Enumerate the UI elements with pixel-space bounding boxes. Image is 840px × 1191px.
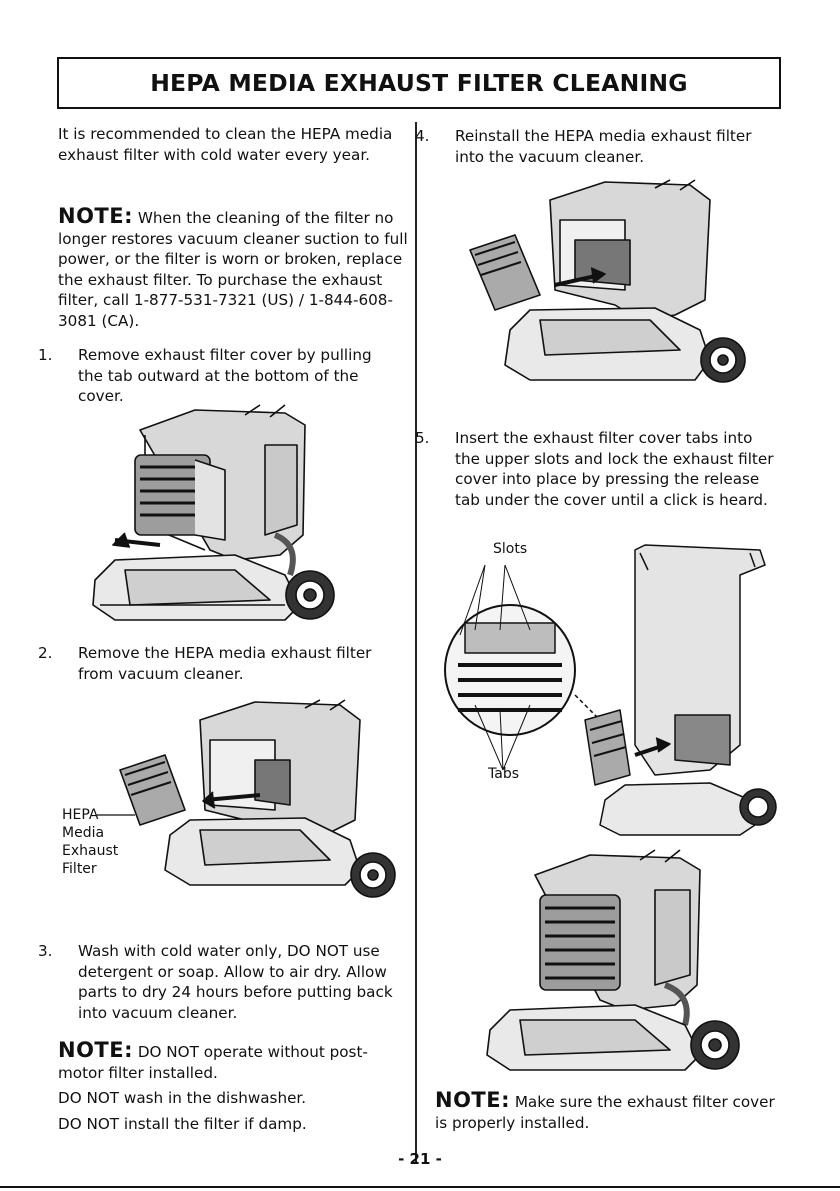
- title-box: HEPA MEDIA EXHAUST FILTER CLEANING: [57, 57, 781, 109]
- intro-text: It is recommended to clean the HEPA medi…: [58, 125, 393, 164]
- step-1-text: Remove exhaust filter cover by pulling t…: [78, 346, 372, 405]
- intro-block: It is recommended to clean the HEPA medi…: [58, 124, 406, 165]
- note3-text: Make sure the exhaust filter cover is pr…: [435, 1093, 775, 1132]
- hepa-label-leader-line: [97, 814, 135, 816]
- note2-line2: DO NOT wash in the dishwasher.: [58, 1089, 307, 1107]
- step-3: 3. Wash with cold water only, DO NOT use …: [38, 941, 403, 1023]
- page-number: - 21 -: [398, 1150, 442, 1168]
- note1-block: NOTE: When the cleaning of the filter no…: [58, 206, 408, 331]
- vacuum-illustration-step5: [444, 544, 777, 836]
- page-title: HEPA MEDIA EXHAUST FILTER CLEANING: [150, 69, 688, 97]
- step-1: 1. Remove exhaust filter cover by pulling…: [38, 345, 398, 407]
- hepa-label-line4: Filter: [62, 861, 97, 877]
- note3-heading: NOTE:: [435, 1088, 510, 1112]
- note2-line3: DO NOT install the filter if damp.: [58, 1114, 307, 1133]
- vacuum-illustration-step1: [92, 404, 335, 621]
- note2-heading: NOTE:: [58, 1038, 133, 1062]
- hepa-label-line2: Media: [62, 825, 105, 841]
- step-5: 5. Insert the exhaust filter cover tabs i…: [415, 428, 780, 510]
- bottom-rule: [0, 1186, 840, 1188]
- step-2-text: Remove the HEPA media exhaust filter fro…: [78, 644, 372, 683]
- step-2-number: 2.: [38, 644, 53, 662]
- note2-block: NOTE: DO NOT operate without post-motor …: [58, 1040, 408, 1134]
- hepa-label-line3: Exhaust: [62, 843, 119, 859]
- vacuum-illustration-final: [486, 849, 740, 1071]
- step-3-number: 3.: [38, 942, 53, 960]
- vacuum-illustration-step4: [469, 179, 746, 383]
- step-3-text: Wash with cold water only, DO NOT use de…: [78, 942, 393, 1022]
- step-5-number: 5.: [415, 429, 430, 447]
- step-4: 4. Reinstall the HEPA media exhaust filte…: [415, 126, 780, 167]
- step-5-text: Insert the exhaust filter cover tabs int…: [455, 429, 774, 509]
- note3-block: NOTE: Make sure the exhaust filter cover…: [435, 1090, 780, 1133]
- step-4-text: Reinstall the HEPA media exhaust filter …: [455, 127, 752, 166]
- vacuum-illustration-step2: [119, 699, 396, 898]
- column-divider: [415, 122, 417, 1162]
- step-2: 2. Remove the HEPA media exhaust filter f…: [38, 643, 398, 684]
- tabs-label: Tabs: [488, 766, 519, 782]
- slots-label: Slots: [493, 541, 528, 557]
- step-1-number: 1.: [38, 346, 53, 364]
- note1-heading: NOTE:: [58, 204, 133, 228]
- step-4-number: 4.: [415, 127, 430, 145]
- hepa-filter-label: HEPA Media Exhaust Filter: [62, 806, 118, 878]
- note2-text: DO NOT operate without post-motor filter…: [58, 1043, 368, 1082]
- hepa-label-line1: HEPA: [62, 807, 99, 823]
- note1-text: When the cleaning of the filter no longe…: [58, 209, 408, 330]
